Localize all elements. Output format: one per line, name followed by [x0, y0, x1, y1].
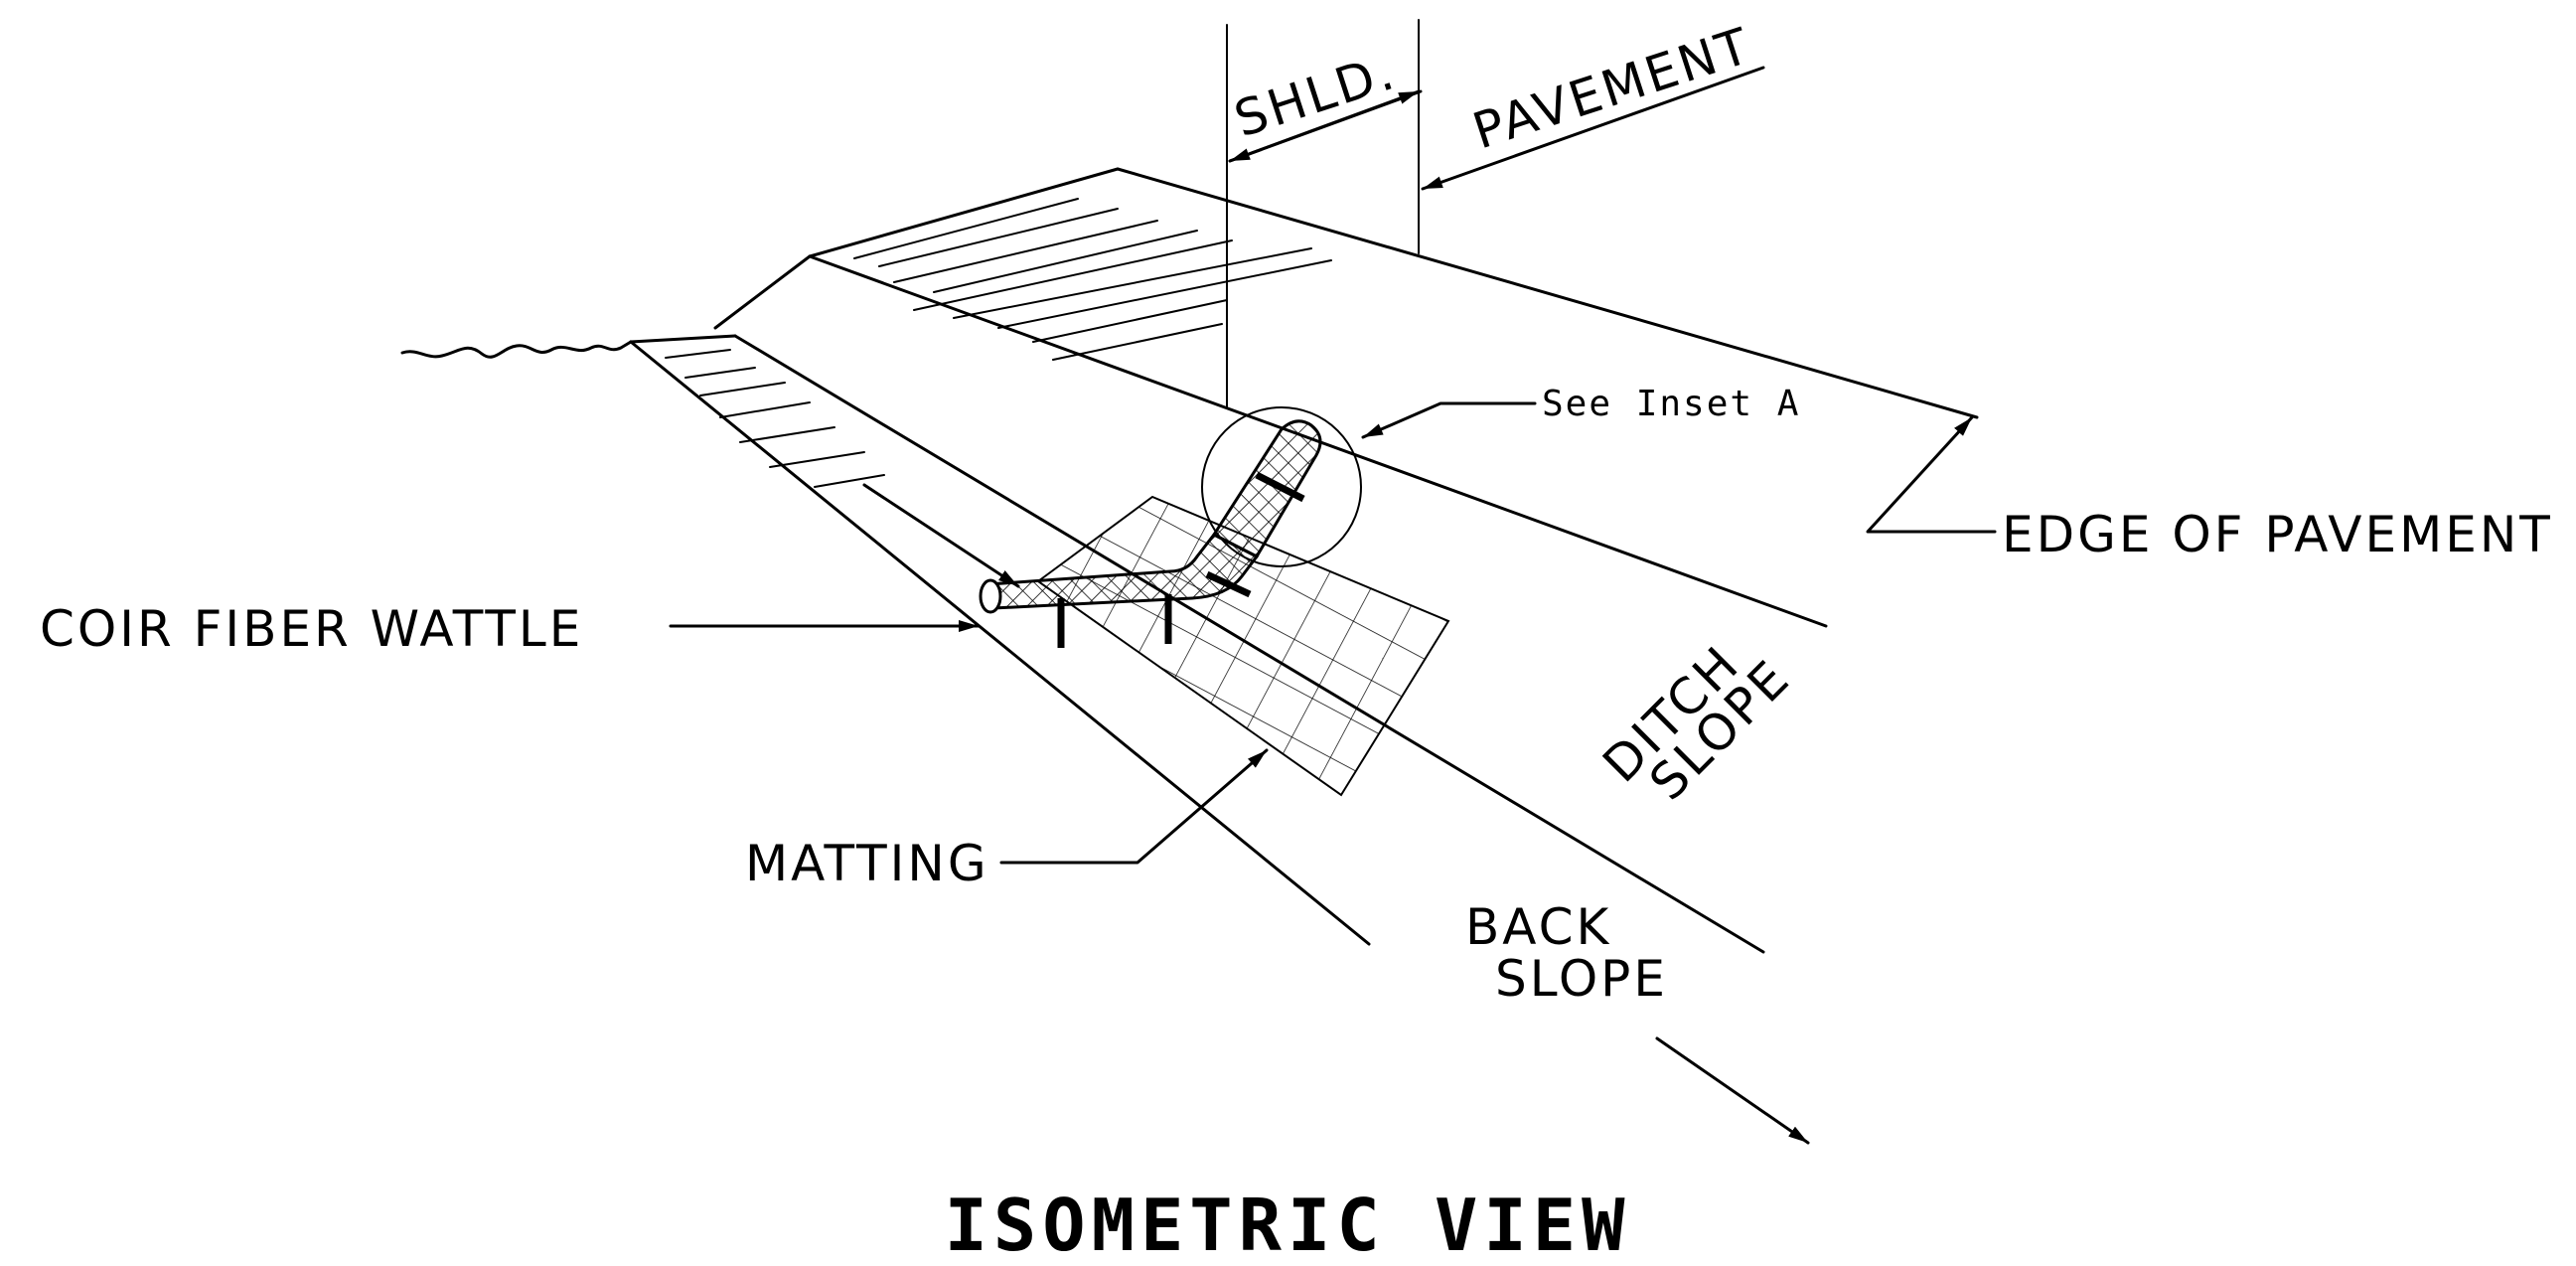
wattle-end-cap	[979, 578, 1002, 614]
wattle-upper-segment	[1211, 419, 1322, 558]
edge-of-pavement-leader	[1866, 415, 1997, 534]
label-pavement: PAVEMENT	[1466, 17, 1758, 161]
back-slope-top-edge	[629, 334, 737, 344]
pavement-arrow	[1421, 66, 1765, 191]
label-see-inset: See Inset A	[1542, 384, 1800, 424]
pavement-edge-line	[1116, 167, 1979, 419]
label-edge-of-pavement: EDGE OF PAVEMENT	[2002, 506, 2553, 563]
diagram-title: ISOMETRIC VIEW	[945, 1184, 1631, 1266]
flow-arrow-back-slope	[862, 483, 1020, 588]
wattle-stake-3	[1205, 570, 1252, 598]
leaders	[669, 66, 1997, 1145]
terrace-slant-edge	[713, 254, 812, 330]
coir-fiber-wattle	[979, 419, 1322, 648]
label-back: BACK	[1465, 898, 1611, 956]
matting	[1036, 495, 1450, 797]
label-coir-fiber-wattle: COIR FIBER WATTLE	[40, 600, 583, 658]
terrace-top-edge	[808, 167, 1120, 258]
back-slope-outer-line	[629, 340, 1371, 946]
wattle-stake-4	[1255, 471, 1305, 503]
matting-leader	[999, 748, 1269, 865]
label-shoulder: SHLD.	[1228, 43, 1403, 149]
see-inset-leader	[1361, 401, 1537, 439]
shoulder-dimension-arrow-right	[1228, 89, 1421, 163]
label-back-slope: SLOPE	[1495, 950, 1668, 1008]
terrain	[400, 19, 1979, 954]
inset-a-circle	[1201, 406, 1362, 567]
natural-ground-line	[400, 340, 633, 359]
flow-arrow-downslope	[1655, 1036, 1810, 1145]
back-slope-hatching	[665, 349, 885, 488]
label-matting: MATTING	[745, 835, 989, 892]
terrace-hatching	[853, 198, 1332, 361]
matting-sheet	[1036, 495, 1450, 797]
